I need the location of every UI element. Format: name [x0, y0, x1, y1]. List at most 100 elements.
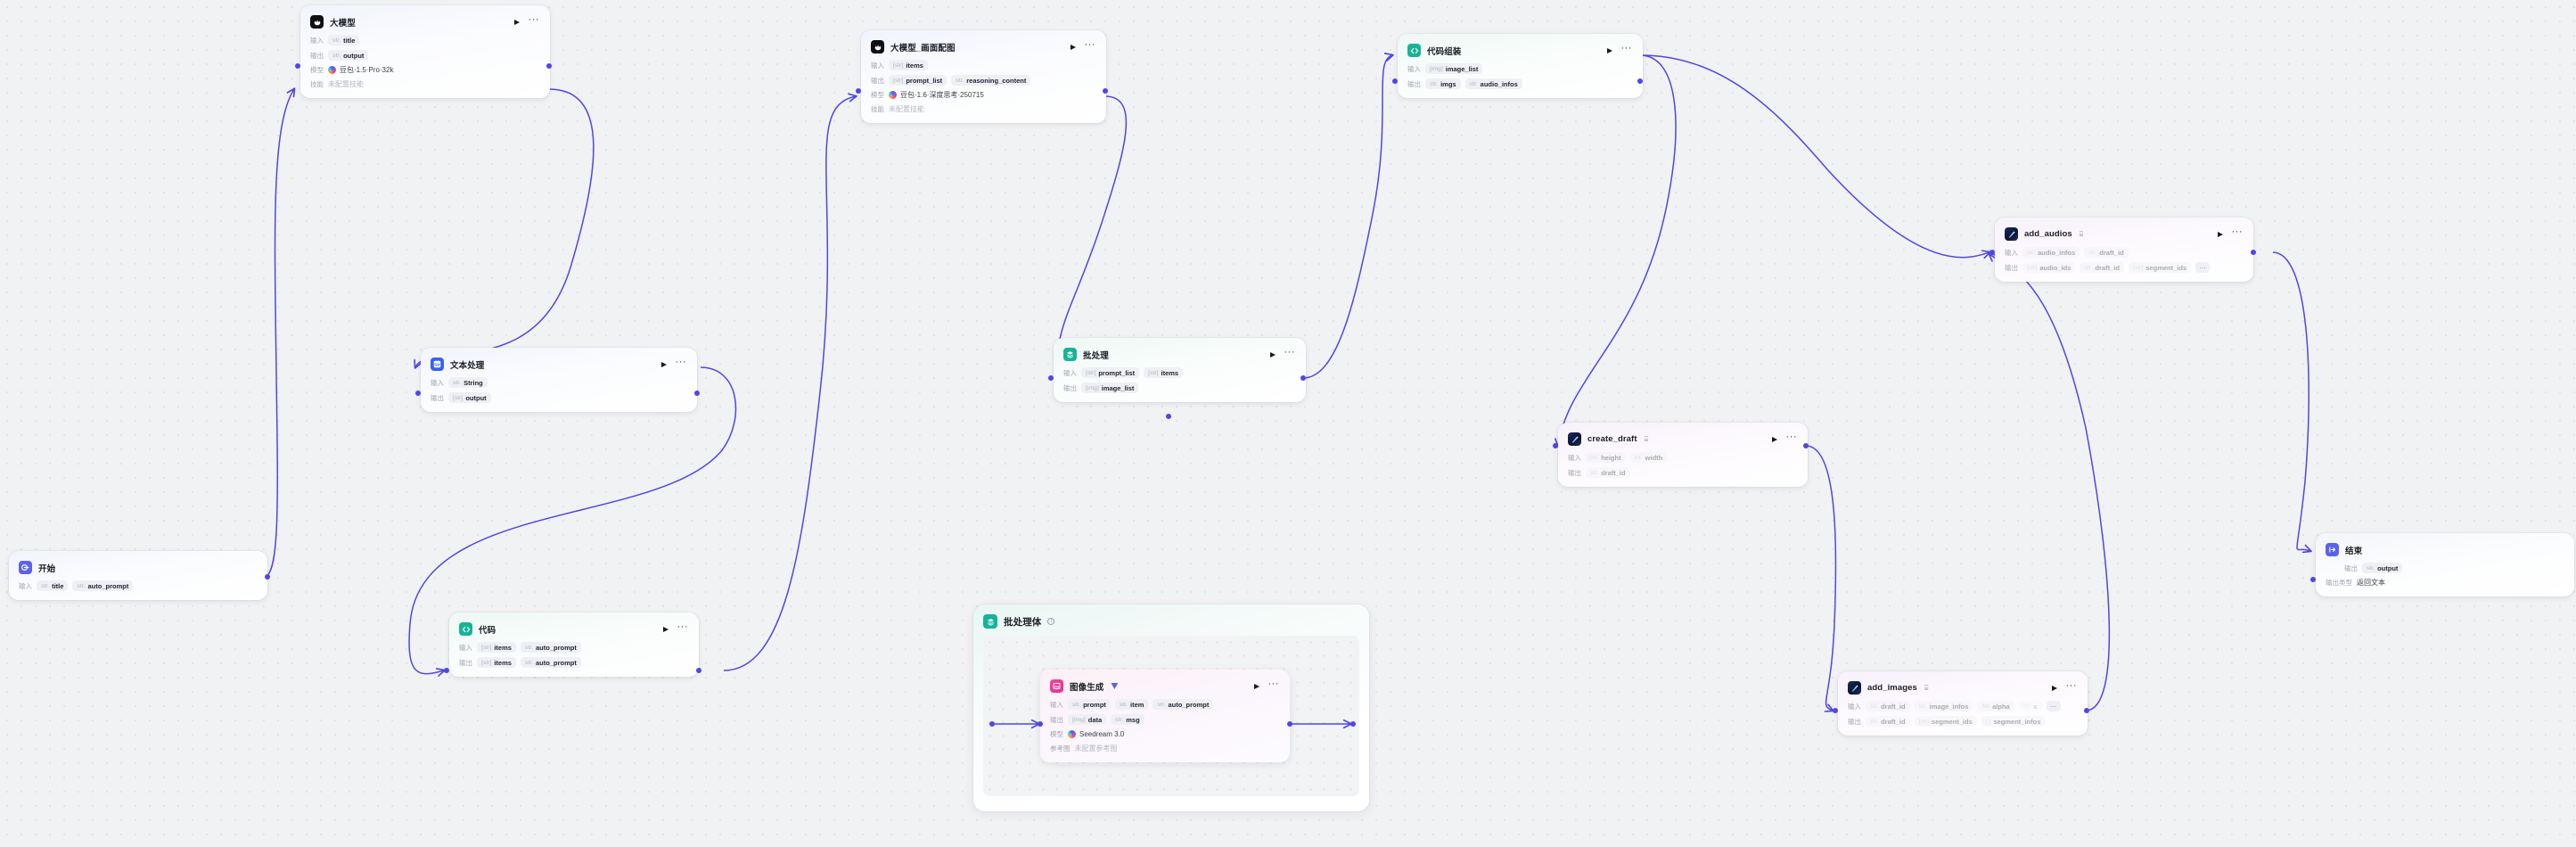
- group-body-canvas[interactable]: 图像生成 ··· 输入 str.prompt str.item str.auto…: [983, 636, 1359, 796]
- node-menu-button[interactable]: ···: [528, 14, 539, 25]
- node-create-draft[interactable]: create_draft ⌸ ··· 输入 int.height int.wid…: [1558, 423, 1808, 487]
- info-icon[interactable]: i: [1047, 618, 1055, 625]
- node-menu-button[interactable]: ···: [1284, 347, 1295, 358]
- port-chip-draft-id[interactable]: str.draft_id: [1866, 701, 1910, 711]
- run-node-button[interactable]: [513, 19, 520, 25]
- node-end[interactable]: 结束 输出 str.output 输出类型 返回文本: [2316, 533, 2574, 596]
- node-code-assemble[interactable]: 代码组装 ··· 输入 [img]image_list 输出 str.imgs …: [1398, 34, 1643, 98]
- group-batch-body[interactable]: 批处理体 i 图像生成: [973, 604, 1369, 811]
- node-text-process[interactable]: Str 文本处理 ··· 输入 str.String 输出 [str]outpu…: [421, 348, 697, 412]
- port-out-llm-1[interactable]: [546, 63, 552, 69]
- node-menu-button[interactable]: ···: [675, 357, 686, 367]
- port-chip-image-list[interactable]: [img]image_list: [1081, 382, 1139, 393]
- port-out-add-images[interactable]: [2084, 708, 2089, 713]
- port-chip-draft-id-out[interactable]: str.draft_id: [2080, 262, 2124, 273]
- port-chip-items-out[interactable]: [str]items: [477, 657, 516, 668]
- port-group-input[interactable]: [989, 721, 995, 727]
- port-out-image-gen[interactable]: [1287, 721, 1292, 727]
- node-menu-button[interactable]: ···: [2231, 226, 2243, 237]
- port-chip-height[interactable]: int.height: [1586, 452, 1626, 463]
- port-in-llm-2[interactable]: [856, 88, 861, 94]
- port-chip-msg[interactable]: str.msg: [1111, 714, 1144, 725]
- port-in-add-images[interactable]: [1833, 708, 1838, 713]
- model-value[interactable]: 豆包·1.6·深度思考·250715: [889, 90, 984, 100]
- model-value[interactable]: Seedream 3.0: [1068, 730, 1124, 738]
- port-chip-output[interactable]: [str]output: [448, 392, 491, 403]
- port-in-text-process[interactable]: [415, 391, 421, 396]
- port-chip-overflow[interactable]: ⋯: [2195, 262, 2211, 273]
- port-in-end[interactable]: [2310, 577, 2316, 582]
- port-chip-string[interactable]: str.String: [448, 377, 488, 388]
- port-in-code-1[interactable]: [444, 668, 449, 673]
- port-out-add-audios[interactable]: [2251, 250, 2256, 255]
- model-value[interactable]: 豆包·1.5·Pro·32k: [328, 65, 393, 75]
- port-in-create-draft[interactable]: [1553, 443, 1558, 448]
- node-add-audios[interactable]: add_audios ⌸ ··· 输入 str.audio_infos str.…: [1995, 218, 2253, 282]
- run-node-button[interactable]: [1771, 436, 1777, 442]
- node-add-images[interactable]: add_images ⌸ ··· 输入 str.draft_id str.ima…: [1838, 671, 2088, 736]
- run-node-button[interactable]: [1269, 351, 1276, 358]
- node-batch[interactable]: 批处理 ··· 输入 [str]prompt_list [str]items 输…: [1054, 338, 1306, 402]
- port-chip-prompt[interactable]: str.prompt: [1068, 699, 1111, 710]
- port-chip-auto-prompt[interactable]: str.auto_prompt: [72, 580, 134, 591]
- port-out-code-1[interactable]: [696, 668, 701, 673]
- port-chip-output[interactable]: str.output: [328, 50, 369, 61]
- port-chip-audio-infos[interactable]: str.audio_infos: [1464, 78, 1522, 89]
- port-chip-prompt-list[interactable]: [str]prompt_list: [889, 75, 948, 86]
- port-chip-segment-ids[interactable]: [str]segment_ids: [1914, 716, 1977, 727]
- port-chip-item[interactable]: str.item: [1114, 699, 1149, 710]
- port-chip-image-list[interactable]: [img]image_list: [1425, 63, 1483, 74]
- port-out-llm-2[interactable]: [1103, 88, 1108, 94]
- port-out-create-draft[interactable]: [1803, 443, 1809, 448]
- port-chip-width[interactable]: int.width: [1629, 452, 1668, 463]
- port-chip-items[interactable]: [str]items: [889, 60, 928, 70]
- port-chip-draft-id-out[interactable]: str.draft_id: [1866, 716, 1910, 727]
- port-chip-segment-infos[interactable]: [ ]segment_infos: [1981, 716, 2046, 727]
- port-in-llm-1[interactable]: [295, 63, 300, 69]
- port-chip-reasoning-content[interactable]: str.reasoning_content: [951, 75, 1031, 86]
- port-chip-audio-ids[interactable]: [str]audio_ids: [2022, 262, 2076, 273]
- port-chip-image-infos[interactable]: str.image_infos: [1914, 701, 1973, 711]
- port-chip-title[interactable]: str.title: [328, 35, 360, 45]
- node-menu-button[interactable]: ···: [1267, 678, 1279, 689]
- port-chip-auto-prompt[interactable]: str.auto_prompt: [1153, 699, 1214, 710]
- node-start[interactable]: 开始 输入 str.title str.auto_prompt: [9, 551, 267, 600]
- port-chip-data[interactable]: [img]data: [1068, 714, 1107, 725]
- output-type-value[interactable]: 返回文本: [2357, 579, 2385, 587]
- port-chip-imgs[interactable]: str.imgs: [1425, 78, 1461, 89]
- node-code-1[interactable]: 代码 ··· 输入 [str]items str.auto_prompt 输出 …: [449, 613, 699, 677]
- port-chip-segment-ids[interactable]: [str]segment_ids: [2128, 262, 2192, 273]
- port-in-code-assemble[interactable]: [1392, 78, 1398, 84]
- port-in-add-audios[interactable]: [1989, 250, 1995, 255]
- node-llm-2[interactable]: 大模型_画面配图 ··· 输入 [str]items 输出 [str]promp…: [861, 30, 1106, 123]
- node-image-gen[interactable]: 图像生成 ··· 输入 str.prompt str.item str.auto…: [1040, 670, 1290, 762]
- port-chip-draft-id[interactable]: str.draft_id: [1586, 467, 1630, 478]
- port-chip-title[interactable]: str.title: [37, 580, 69, 591]
- port-chip-items[interactable]: [str]items: [477, 642, 516, 653]
- port-chip-prompt-list[interactable]: [str]prompt_list: [1081, 367, 1140, 378]
- port-bottom-batch[interactable]: [1166, 414, 1171, 419]
- node-menu-button[interactable]: ···: [1084, 39, 1095, 50]
- node-menu-button[interactable]: ···: [1785, 432, 1797, 442]
- port-chip-auto-prompt-out[interactable]: str.auto_prompt: [520, 657, 581, 668]
- run-node-button[interactable]: [2051, 685, 2057, 691]
- port-out-batch[interactable]: [1300, 375, 1306, 381]
- node-menu-button[interactable]: ···: [2065, 680, 2077, 691]
- run-node-button[interactable]: [660, 361, 667, 367]
- run-node-button[interactable]: [662, 626, 669, 632]
- port-chip-items[interactable]: [str]items: [1144, 367, 1184, 378]
- node-menu-button[interactable]: ···: [1620, 43, 1632, 53]
- port-chip-auto-prompt[interactable]: str.auto_prompt: [520, 642, 581, 653]
- node-llm-1[interactable]: 大模型 ··· 输入 str.title 输出 str.output 模型 豆包…: [300, 5, 550, 98]
- collapse-chevron-icon[interactable]: [1111, 683, 1119, 689]
- run-node-button[interactable]: [1070, 44, 1076, 50]
- node-menu-button[interactable]: ···: [677, 621, 688, 632]
- run-node-button[interactable]: [1253, 683, 1259, 689]
- port-in-image-gen[interactable]: [1038, 721, 1043, 727]
- run-node-button[interactable]: [2217, 231, 2223, 237]
- port-in-batch[interactable]: [1048, 375, 1054, 381]
- port-out-start[interactable]: [265, 574, 270, 580]
